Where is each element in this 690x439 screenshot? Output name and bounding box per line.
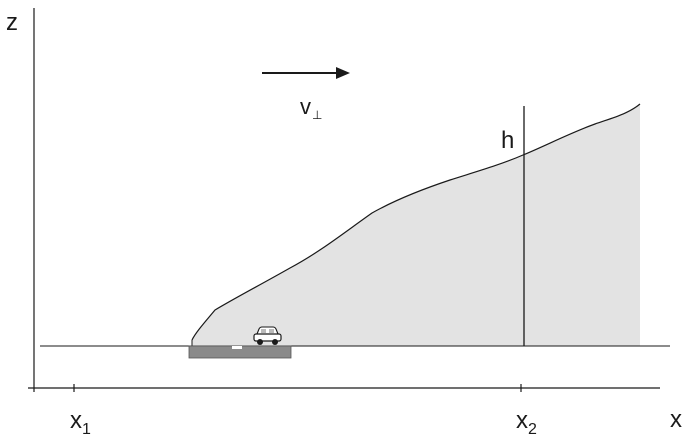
profile-curve — [191, 103, 641, 341]
height-label: h — [501, 127, 514, 154]
tick-label-x2: x2 — [516, 407, 537, 438]
car-icon — [253, 326, 282, 345]
shaded-region — [192, 104, 640, 346]
z-axis-label: z — [6, 9, 18, 36]
velocity-sub: ⊥ — [312, 108, 322, 122]
velocity-label: v⊥ — [300, 94, 322, 122]
x-axis-label: x — [670, 406, 682, 433]
tick-label-x1: x1 — [70, 407, 91, 438]
platform-slot — [232, 346, 242, 349]
velocity-base: v — [300, 94, 311, 119]
arrow-right-icon — [262, 67, 350, 79]
